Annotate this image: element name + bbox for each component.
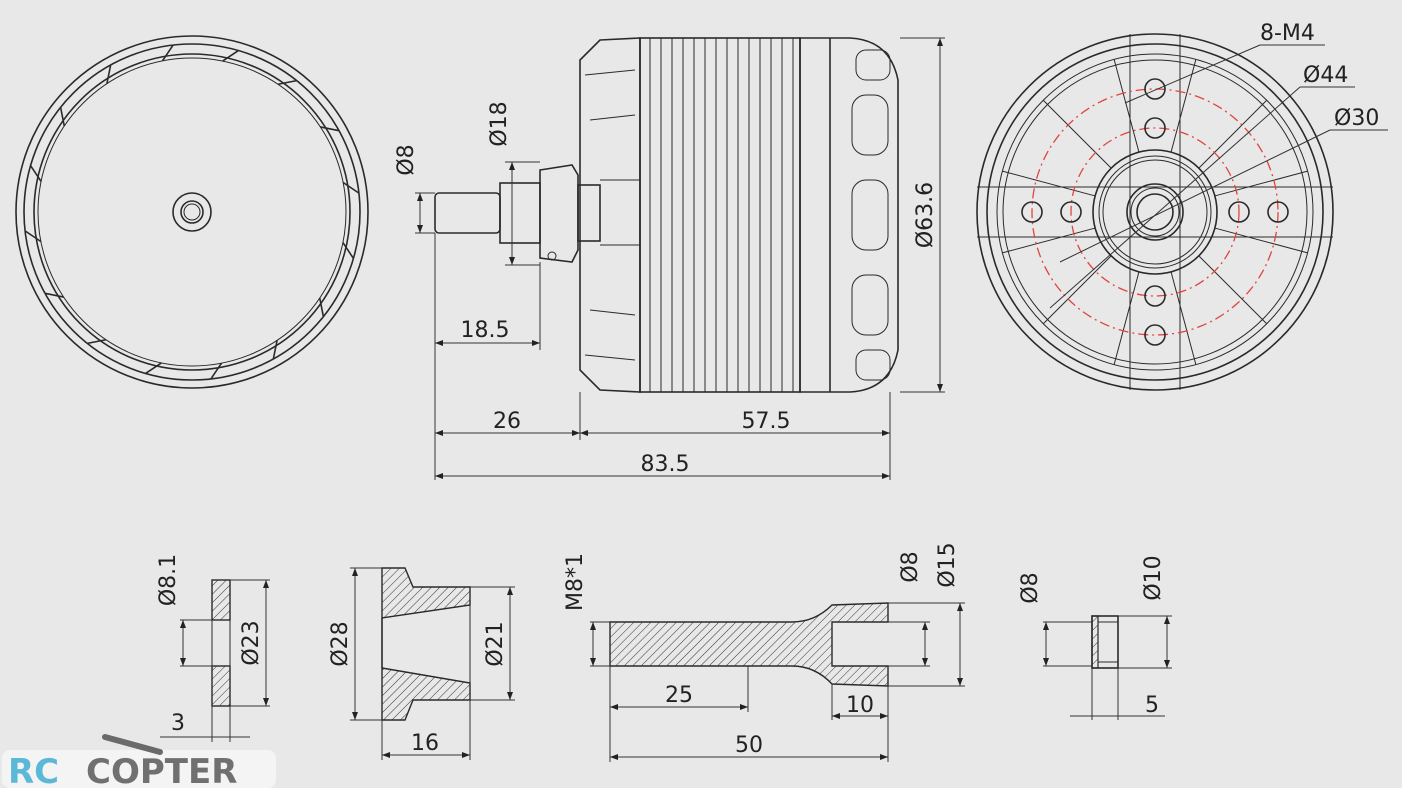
dim-shaft-dia: Ø8 [394,144,419,175]
rim-notch [342,181,360,194]
rim-notch [210,362,223,380]
dim-spacer-length: 5 [1145,693,1159,718]
spoke [1214,170,1308,197]
dim-washer-inner: Ø8.1 [156,554,181,606]
label-mount-holes: 8-M4 [1260,21,1315,46]
spoke [1002,170,1096,197]
mount-hole [1021,201,1043,223]
rim-notch [277,79,297,86]
spoke [1002,227,1096,254]
spoke [1170,271,1197,365]
dim-shaft-length: 26 [493,409,521,434]
rim-notch [44,292,64,298]
rim-notch [106,64,112,84]
mount-hole [1144,78,1166,100]
rim-notch [320,126,340,132]
adapter-part: Ø28 Ø21 16 [328,567,515,760]
dim-adapter-inner: Ø21 [483,621,508,666]
dim-body-dia: Ø63.6 [913,182,938,248]
logo-rc: RC [8,752,59,788]
spoke [1113,59,1140,153]
dim-adapter-outer: Ø28 [328,621,353,666]
rim-notch [24,230,42,243]
dim-shaft-to-collar: 18.5 [461,318,510,343]
dim-collar-dia: Ø18 [487,101,512,146]
mount-view: 8-M4 Ø44 Ø30 [976,21,1388,391]
side-view [434,37,899,393]
dim-washer-outer: Ø23 [239,620,264,665]
dim-washer-thickness: 3 [171,711,185,736]
rim-notch [59,107,66,127]
logo-copter: COPTER [86,752,237,788]
dim-body-length: 57.5 [742,409,791,434]
rim-notch [222,49,239,62]
dim-prop-shaft-length: 50 [735,733,763,758]
spacer-part: Ø8 Ø10 5 [1018,555,1172,720]
dim-shaft-end-outer: Ø15 [935,542,960,587]
spoke [1113,271,1140,365]
label-outer-bolt-circle: Ø44 [1303,63,1348,88]
rim-notch [161,44,174,62]
dim-shaft-end-inner: Ø8 [898,551,923,582]
spoke [1198,99,1268,169]
mount-hole [1228,201,1250,223]
side-view-dimensions: 18.5 26 57.5 83.5 Ø63.6 Ø18 Ø8 [394,37,945,480]
rim-notch [342,242,355,259]
rc-copter-logo: RC COPTER [2,734,276,788]
dim-adapter-length: 16 [411,731,439,756]
rim-notch [318,297,325,317]
spoke [1042,99,1112,169]
rim-notch [87,338,107,345]
label-inner-bolt-circle: Ø30 [1334,106,1379,131]
mount-hole [1060,201,1082,223]
spoke [1198,255,1268,325]
dim-overall-length: 83.5 [641,452,690,477]
mount-hole [1144,117,1166,139]
spoke [1214,227,1308,254]
spoke [1042,255,1112,325]
dim-thread: M8*1 [563,553,588,611]
mount-hole [1144,285,1166,307]
spoke [1170,59,1197,153]
mount-hole [1144,324,1166,346]
mount-hole [1267,201,1289,223]
front-view-shaft-side [15,35,369,389]
dim-taper-length: 10 [846,693,874,718]
dim-thread-length: 25 [665,683,693,708]
prop-shaft-part: M8*1 Ø8 Ø15 25 10 50 [563,542,965,762]
dim-spacer-inner: Ø8 [1018,572,1043,603]
dim-spacer-outer: Ø10 [1141,555,1166,600]
rim-notch [272,340,278,360]
rim-notch [145,362,162,375]
rim-notch [29,165,42,182]
washer-part: Ø8.1 Ø23 3 [156,554,270,742]
